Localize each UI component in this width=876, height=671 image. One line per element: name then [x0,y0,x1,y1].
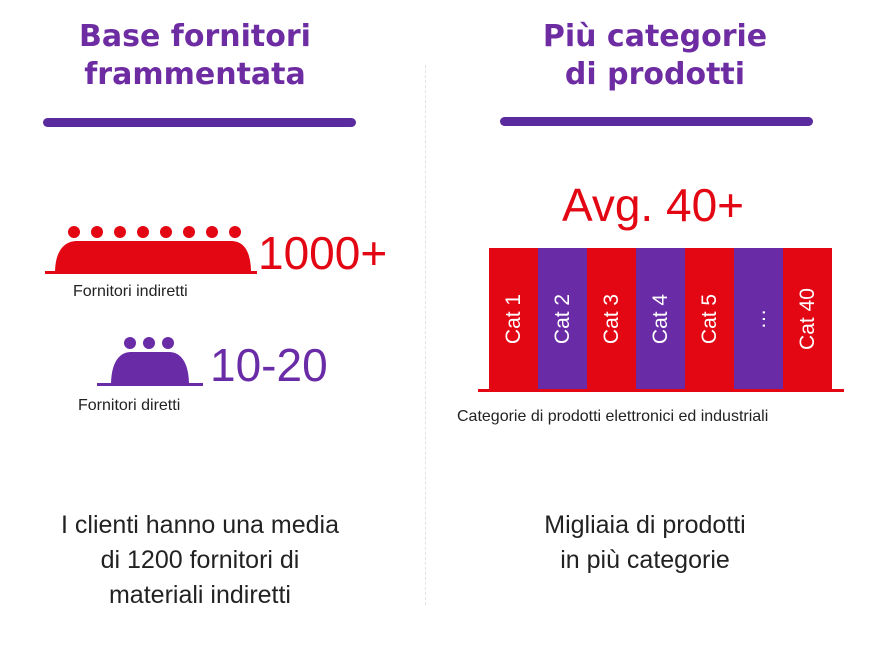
category-label-ellipsis: … [746,308,770,330]
right-title-underline [500,117,813,126]
category-label-40: Cat 40 [795,288,819,350]
category-block-ellipsis: … [734,248,783,390]
avg-categories-label: Avg. 40+ [562,179,745,231]
category-block-3: Cat 3 [587,248,636,390]
indirect-suppliers-icon [45,226,257,274]
left-body-line3: materiali indiretti [108,581,291,609]
right-title-line1: Più categorie [542,19,768,54]
category-block-5: Cat 5 [685,248,734,390]
category-label-5: Cat 5 [697,293,721,345]
category-label-3: Cat 3 [599,293,623,345]
category-label-4: Cat 4 [648,293,672,345]
right-title: Più categorie di prodotti [505,18,805,94]
category-baseline [478,389,844,392]
left-title-line1: Base fornitori [79,19,311,54]
left-title: Base fornitori frammentata [45,18,345,94]
indirect-suppliers-label: Fornitori indiretti [73,283,188,300]
direct-suppliers-label: Fornitori diretti [78,397,181,414]
indirect-suppliers-count: 1000+ [258,227,388,279]
right-title-line2: di prodotti [564,57,746,92]
category-label-2: Cat 2 [550,293,574,345]
categories-caption: Categorie di prodotti elettronici ed ind… [457,408,769,425]
category-block-4: Cat 4 [636,248,685,390]
column-divider [425,65,426,605]
category-label-1: Cat 1 [501,293,525,345]
right-body-line1: Migliaia di prodotti [544,511,746,539]
left-title-underline [43,118,356,127]
direct-suppliers-count: 10-20 [210,339,328,391]
category-block-1: Cat 1 [489,248,538,390]
category-block-40: Cat 40 [783,248,832,390]
direct-suppliers-icon [97,337,203,386]
category-block-2: Cat 2 [538,248,587,390]
right-body-line2: in più categorie [560,546,730,574]
left-body-text: I clienti hanno una media di 1200 fornit… [10,508,390,613]
left-body-line1: I clienti hanno una media [61,511,339,539]
left-title-line2: frammentata [84,57,306,92]
right-body-text: Migliaia di prodotti in più categorie [480,508,810,578]
left-body-line2: di 1200 fornitori di [100,546,300,574]
